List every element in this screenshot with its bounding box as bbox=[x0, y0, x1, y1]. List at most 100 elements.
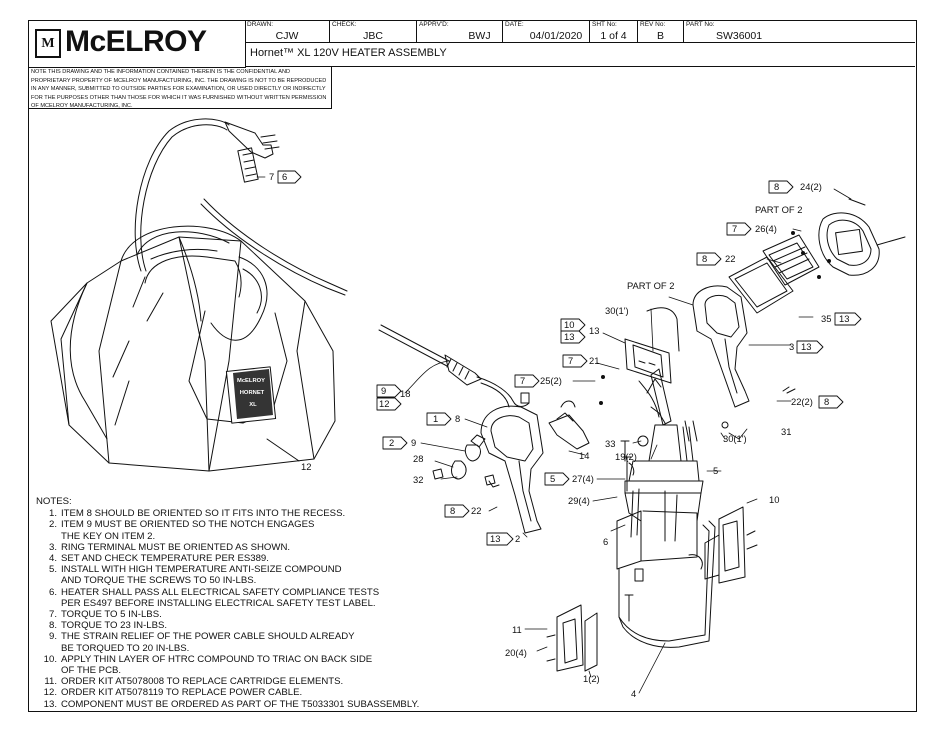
callout-2: 2 bbox=[515, 533, 520, 544]
confidential-notice: NOTE THIS DRAWING AND THE INFORMATION CO… bbox=[29, 67, 332, 109]
date-cell: DATE: 04/01/2020 bbox=[503, 21, 590, 43]
note-line: 4.SET AND CHECK TEMPERATURE PER ES389. bbox=[36, 553, 456, 564]
flag-box-8b bbox=[696, 252, 722, 266]
thermocouple-bracket bbox=[548, 400, 590, 450]
flag-7b: 7 bbox=[568, 355, 573, 366]
note-line: 5.INSTALL WITH HIGH TEMPERATURE ANTI-SEI… bbox=[36, 564, 456, 575]
callout-7a: 7 bbox=[269, 171, 274, 182]
power-cord bbox=[134, 118, 348, 296]
part-value: SW36001 bbox=[715, 30, 763, 42]
flag-box-8a bbox=[768, 180, 794, 194]
note-line: 13.COMPONENT MUST BE ORDERED AS PART OF … bbox=[36, 699, 456, 710]
note-text: COMPONENT MUST BE ORDERED AS PART OF THE… bbox=[61, 698, 420, 710]
flag-box-7a bbox=[726, 222, 752, 236]
drawing-sheet: M McELROY DRAWN: CJW CHECK: JBC APPRV'D:… bbox=[28, 20, 917, 712]
flag-box-13c bbox=[560, 330, 586, 344]
flag-box-10 bbox=[560, 318, 586, 332]
drawing-title: Hornet™ XL 120V HEATER ASSEMBLY bbox=[250, 47, 447, 59]
flag-5: 5 bbox=[550, 473, 555, 484]
callout-35: 35 bbox=[821, 313, 831, 324]
check-label: CHECK: bbox=[332, 21, 357, 28]
bag-label-line-2: HORNET bbox=[240, 390, 265, 396]
sheet-cell: SHT No: 1 of 4 bbox=[590, 21, 638, 43]
callout-22b: 22(2) bbox=[791, 396, 813, 407]
drawn-cell: DRAWN: CJW bbox=[245, 21, 330, 43]
callout-25: 25(2) bbox=[540, 375, 562, 386]
flag-box-8c bbox=[818, 395, 844, 409]
flag-box-7c bbox=[514, 374, 540, 388]
approved-value: BWJ bbox=[468, 30, 491, 42]
note-number: 3. bbox=[48, 541, 57, 553]
note-line: 12.ORDER KIT AT5078119 TO REPLACE POWER … bbox=[36, 687, 456, 698]
flag-box-13a bbox=[834, 312, 862, 326]
callout-26: 26(4) bbox=[755, 223, 777, 234]
left-bracket bbox=[546, 604, 598, 672]
note-line: 3. RING TERMINAL MUST BE ORIENTED AS SHOW… bbox=[36, 542, 456, 553]
note-line: OF THE PCB. bbox=[36, 665, 456, 676]
flag-9: 9 bbox=[381, 385, 386, 396]
callout-6: 6 bbox=[603, 536, 608, 547]
flag-box-7b bbox=[562, 354, 588, 368]
flag-8c: 8 bbox=[824, 396, 829, 407]
flag-box-13b bbox=[796, 340, 824, 354]
note-line: 6.HEATER SHALL PASS ALL ELECTRICAL SAFET… bbox=[36, 587, 456, 598]
check-value: JBC bbox=[363, 30, 383, 42]
control-pcb bbox=[624, 338, 672, 424]
note-text: SET AND CHECK TEMPERATURE PER ES389. bbox=[61, 553, 269, 565]
flag-8b: 8 bbox=[702, 253, 707, 264]
flag-box-9 bbox=[376, 384, 402, 398]
flag-6: 6 bbox=[282, 171, 287, 182]
notes-heading: NOTES: bbox=[36, 496, 72, 507]
note-number: 8. bbox=[48, 620, 57, 632]
note-text: PER ES497 BEFORE INSTALLING ELECTRICAL S… bbox=[61, 597, 376, 609]
note-text: RING TERMINAL MUST BE ORIENTED AS SHOWN. bbox=[61, 541, 291, 553]
bag-label-line-3: XL bbox=[249, 402, 257, 408]
drawn-value: CJW bbox=[275, 30, 299, 42]
heater-bag: McELROY HORNET XL bbox=[50, 225, 336, 472]
rev-label: REV No: bbox=[640, 21, 666, 28]
logo-text: McELROY bbox=[65, 25, 207, 58]
approved-cell: APPRV'D: BWJ bbox=[417, 21, 503, 43]
callout-9: 9 bbox=[411, 437, 416, 448]
company-logo: M McELROY bbox=[29, 21, 246, 68]
note-number: 10. bbox=[43, 653, 57, 665]
callout-8: 8 bbox=[455, 413, 460, 424]
heater-cable bbox=[378, 324, 530, 408]
callout-21: 21 bbox=[589, 355, 599, 366]
callout-22c: 22 bbox=[471, 505, 481, 516]
note-text: HEATER SHALL PASS ALL ELECTRICAL SAFETY … bbox=[61, 586, 380, 598]
callout-13: 13 bbox=[589, 325, 599, 336]
callouts: 7 6 8 24(2) PART OF 2 7 26(4) 8 22 35 13… bbox=[269, 170, 862, 699]
callout-30a: 30(1') bbox=[605, 305, 629, 316]
note-number: 12. bbox=[43, 687, 57, 699]
handle-left-half bbox=[432, 405, 544, 534]
callout-20: 20(4) bbox=[505, 647, 527, 658]
flag-2: 2 bbox=[389, 437, 394, 448]
callout-27: 27(4) bbox=[572, 473, 594, 484]
note-text: AND TORQUE THE SCREWS TO 50 IN-LBS. bbox=[61, 575, 257, 587]
rev-cell: REV No: B bbox=[638, 21, 684, 43]
screws bbox=[488, 375, 796, 488]
note-text: ORDER KIT AT5078008 TO REPLACE CARTRIDGE… bbox=[61, 676, 344, 688]
flag-7a: 7 bbox=[732, 223, 737, 234]
callout-12: 12 bbox=[301, 461, 311, 472]
part-of-2-mid: PART OF 2 bbox=[627, 280, 674, 291]
right-bracket bbox=[704, 506, 758, 584]
callout-5: 5 bbox=[713, 465, 718, 476]
note-text: OF THE PCB. bbox=[61, 665, 122, 677]
rev-value: B bbox=[656, 30, 664, 42]
note-text: APPLY THIN LAYER OF HTRC COMPOUND TO TRI… bbox=[61, 653, 373, 665]
date-label: DATE: bbox=[505, 21, 524, 28]
note-line: AND TORQUE THE SCREWS TO 50 IN-LBS. bbox=[36, 575, 456, 586]
part-label: PART No: bbox=[686, 21, 715, 28]
callout-14: 14 bbox=[579, 450, 589, 461]
note-text: THE STRAIN RELIEF OF THE POWER CABLE SHO… bbox=[61, 631, 355, 643]
notes-list: 1.ITEM 8 SHOULD BE ORIENTED SO IT FITS I… bbox=[36, 508, 456, 710]
flag-box-5 bbox=[544, 472, 570, 486]
flag-box-1 bbox=[426, 412, 452, 426]
flag-box-13d bbox=[486, 532, 514, 546]
leader-lines bbox=[256, 176, 852, 694]
flag-7c: 7 bbox=[520, 375, 525, 386]
callout-33: 33 bbox=[605, 438, 615, 449]
callout-30b: 30(1') bbox=[723, 433, 747, 444]
